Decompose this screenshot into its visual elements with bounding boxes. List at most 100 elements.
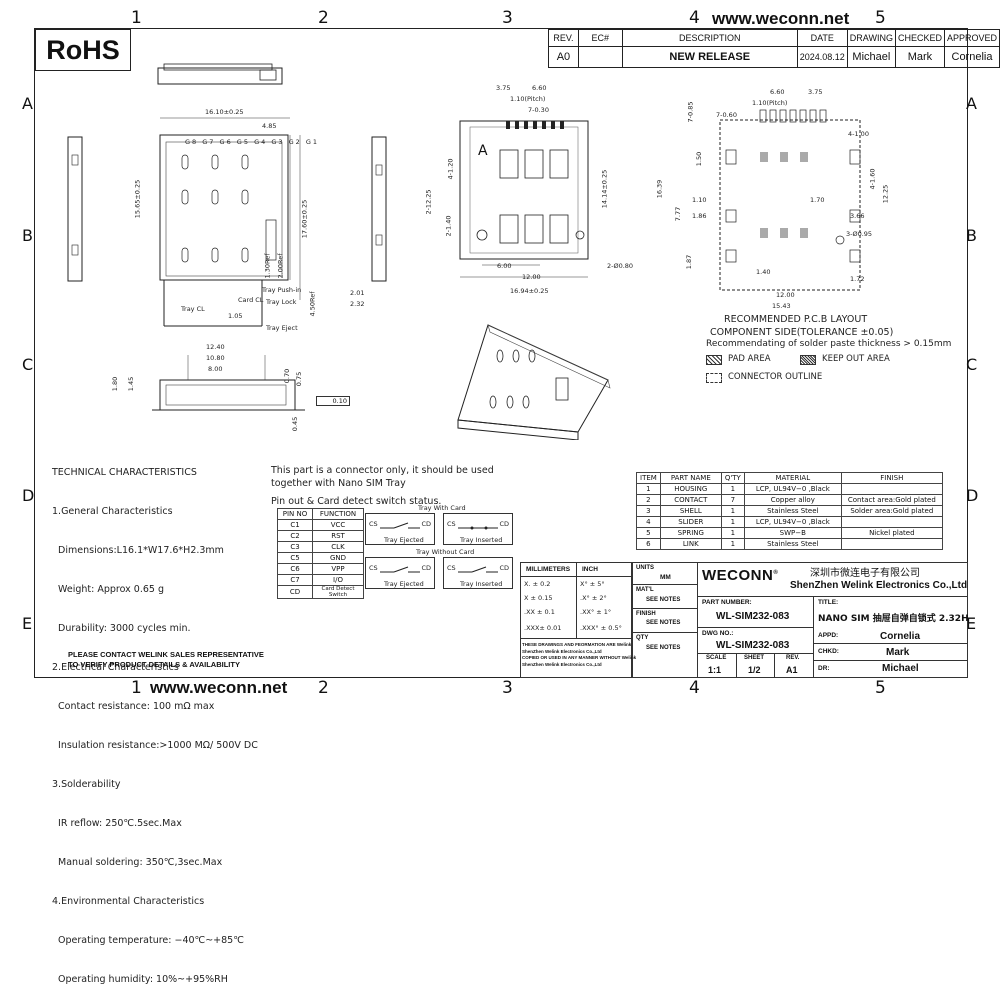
pin-cd-func: Card Detect Switch: [312, 585, 364, 599]
approved-value: Cornelia: [943, 46, 1000, 68]
date-header: DATE: [796, 29, 848, 47]
dim-0-70: 0.70: [283, 368, 292, 384]
tech-line-2: Dimensions:L16.1*W17.6*H2.3mm: [52, 545, 224, 556]
part-number-value: WL-SIM232-083: [716, 611, 790, 622]
company-header: [698, 562, 968, 597]
pcb-1-10-pitch: 1.10(Pitch): [752, 99, 788, 107]
tol-inch-header: INCH: [582, 566, 598, 573]
revision-table: REV. EC# DESCRIPTION DATE DRAWING CHECKE…: [548, 29, 1000, 68]
bom-row-4-material: LCP, UL94V−0 ,Black: [743, 516, 842, 528]
pcb-12-00: 12.00: [776, 291, 795, 299]
matl-label: MAT'L: [636, 587, 654, 593]
bom-row-5-qty: 1: [720, 527, 745, 539]
tech-line-7: Insulation resistance:>1000 MΩ/ 500V DC: [52, 740, 258, 751]
part-number-label: PART NUMBER:: [702, 599, 752, 606]
pcb-1-87: 1.87: [685, 254, 694, 270]
switch-with-ejected: CS CD Tray Ejected: [365, 513, 435, 545]
tol-inch-row-4: .XXX° ± 0.5°: [580, 624, 622, 632]
scale-div-1: [736, 654, 737, 678]
checked-value: Mark: [894, 46, 945, 68]
dim-2-12-25: 2-12.25: [424, 189, 433, 215]
units-box: [632, 562, 698, 678]
right-side-view: [371, 136, 387, 282]
bom-row-6-item: 6: [636, 538, 661, 550]
dr-label: DR:: [818, 665, 830, 672]
rev-header: REV.: [548, 29, 579, 47]
dim-0-75: 0.75: [295, 371, 304, 387]
appd-row: [814, 628, 968, 644]
dim-10-80: 10.80: [206, 354, 225, 362]
website-url-bottom[interactable]: www.weconn.net: [150, 678, 288, 697]
dim-1-80: 1.80: [111, 376, 120, 392]
switch-without-inserted: CS CD Tray Inserted: [443, 557, 513, 589]
pin-a-marker: A: [478, 143, 488, 159]
weconn-logo-text: WECONN: [702, 567, 774, 584]
bom-row-6-part: LINK: [659, 538, 722, 550]
grid-row-b-right: B: [966, 226, 977, 245]
pcb-3-75: 3.75: [808, 88, 823, 96]
top-edge-view: [157, 63, 283, 85]
pcb-1-72: 1.72: [850, 275, 865, 283]
isometric-view: [457, 324, 611, 440]
bom-row-2-finish: Contact area:Gold plated: [840, 494, 943, 506]
chkd-row: [814, 644, 968, 661]
contact-note-line-1: PLEASE CONTACT WELINK SALES REPRESENTATI…: [68, 650, 264, 659]
pin-c3-func: CLK: [312, 541, 364, 553]
grid-col-5: 5: [875, 8, 886, 28]
front-pin-view: [459, 120, 589, 278]
grid-row-d: D: [22, 486, 35, 505]
tol-mm-header: MILLIMETERS: [526, 566, 571, 573]
tech-characteristics: TECHNICAL CHARACTERISTICS 1.General Char…: [52, 440, 258, 999]
label-tray-eject: Tray Eject: [266, 324, 298, 332]
pad-area-label: PAD AREA: [728, 354, 771, 364]
units-div-1: [632, 584, 698, 585]
grid-col-1-bottom: 1: [131, 678, 142, 698]
units-label: UNITS: [636, 565, 654, 571]
ec-value: [577, 46, 623, 68]
cd-label-3: CD: [421, 564, 431, 572]
website-url-top[interactable]: www.weconn.net: [712, 9, 850, 28]
drawing-title: NANO SIM 抽屉自弹自锁式 2.32H: [818, 614, 969, 624]
conf-line-1: THESE DRAWINGS AND FEORMATION ARE Welink: [522, 642, 632, 647]
cs-label-1: CS: [369, 520, 378, 528]
tech-line-12: Operating temperature: −40℃~+85℃: [52, 935, 244, 946]
chkd-value: Mark: [886, 647, 910, 658]
bom-row-2-part: CONTACT: [659, 494, 722, 506]
tech-heading: TECHNICAL CHARACTERISTICS: [52, 467, 197, 478]
cd-label-2: CD: [499, 520, 509, 528]
units-value: MM: [660, 574, 671, 581]
label-tray-lock: Tray Lock: [266, 298, 297, 306]
checked-header: CHECKED: [894, 29, 945, 47]
scale-value: 1:1: [708, 665, 722, 675]
weconn-logo: WECONN®: [702, 567, 779, 584]
part-number-box: [698, 596, 814, 628]
label-card-cl: Card CL: [238, 296, 264, 304]
tech-line-1: 1.General Characteristics: [52, 506, 173, 517]
tol-mm-row-3: .XX ± 0.1: [524, 608, 555, 616]
grid-row-a: A: [22, 94, 33, 113]
bom-row-5-material: SWP−B: [743, 527, 842, 539]
matl-value: SEE NOTES: [646, 597, 681, 603]
pin-c6: C6: [277, 563, 313, 575]
grid-row-c-right: C: [966, 355, 978, 374]
dim-2-32: 2.32: [350, 300, 365, 308]
bom-row-4-part: SLIDER: [659, 516, 722, 528]
grid-col-2-bottom: 2: [318, 678, 329, 698]
bom-part-header: PART NAME: [659, 472, 722, 484]
conf-line-2: ShenZhen Welink Electronics Co.,Ltd: [522, 648, 602, 654]
pin-c6-func: VPP: [312, 563, 364, 575]
switch-open-icon-3: [458, 566, 498, 573]
grid-col-3-bottom: 3: [502, 678, 513, 698]
tol-inch-row-1: X° ± 5°: [580, 580, 605, 588]
function-header: FUNCTION: [312, 508, 364, 520]
bom-row-4-item: 4: [636, 516, 661, 528]
cd-label-1: CD: [421, 520, 431, 528]
drawing-frame: [34, 28, 968, 678]
grid-row-d-right: D: [966, 486, 979, 505]
pcb-7-0-85: 7-0.85: [686, 101, 695, 123]
pin-no-header: PIN NO: [277, 508, 313, 520]
tol-inch-row-3: .XX° ± 1°: [580, 608, 612, 616]
connector-note-line-1: This part is a connector only, it should…: [271, 465, 494, 476]
grid-row-a-right: A: [966, 94, 977, 113]
bom-row-1-item: 1: [636, 483, 661, 495]
